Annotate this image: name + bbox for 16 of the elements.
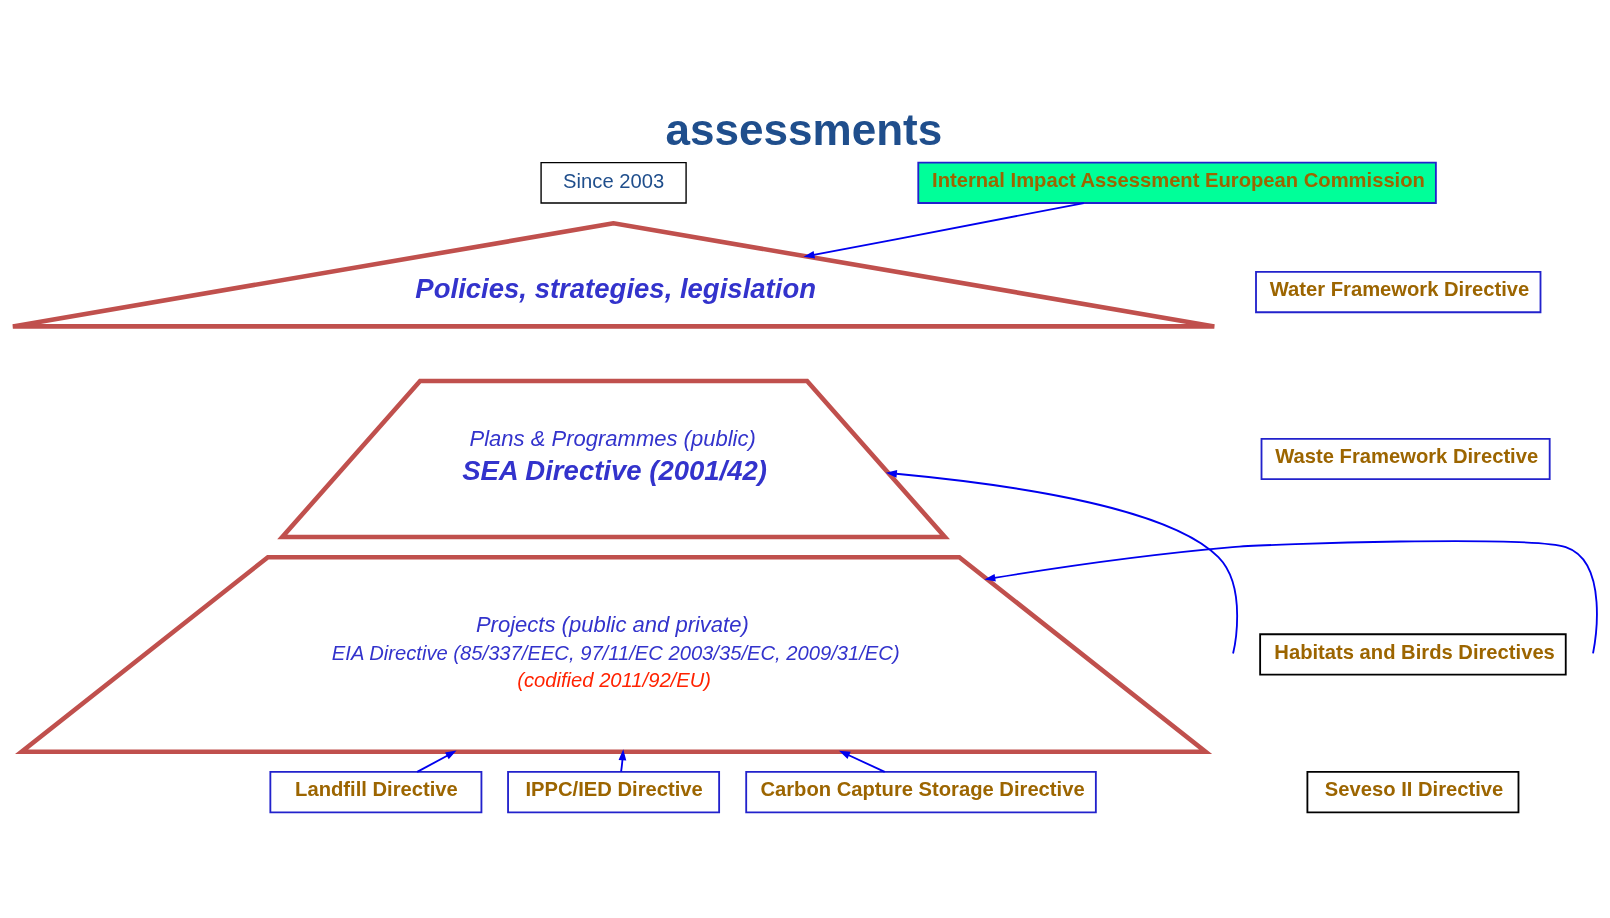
node-box: Waste Framework Directive: [1260, 437, 1551, 480]
arrow: [618, 748, 627, 773]
node-box: IPPC/IED Directive: [507, 770, 721, 813]
arrow: [803, 201, 1085, 259]
arrow: [984, 539, 1598, 654]
arrow: [416, 750, 457, 773]
diagram-title: assessments: [665, 104, 943, 154]
node-box: Water Framework Directive: [1255, 270, 1542, 313]
node-box: Landfill Directive: [269, 770, 483, 813]
node-box: Habitats and Birds Directives: [1259, 632, 1567, 676]
node-box: Seveso II Directive: [1306, 770, 1520, 813]
node-box: Internal Impact Assessment European Commission: [917, 161, 1437, 204]
node-box: Carbon Capture Storage Directive: [745, 770, 1097, 813]
arrow: [839, 750, 886, 773]
arrow: [885, 469, 1239, 654]
node-box: Since 2003: [540, 161, 687, 204]
